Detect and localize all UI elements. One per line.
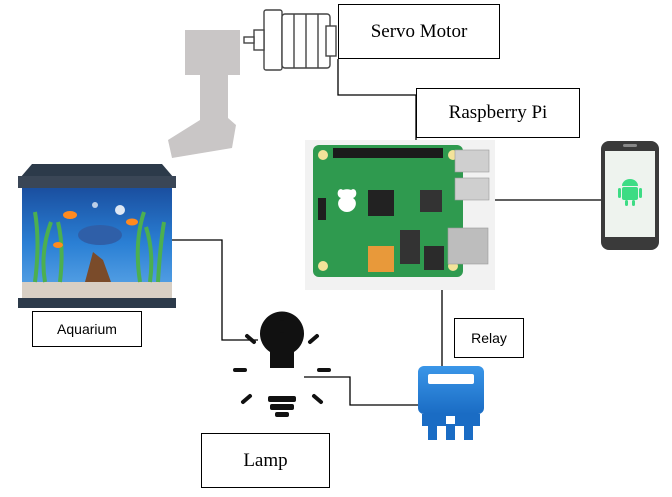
smartphone-android-icon [601, 141, 659, 250]
raspberry-pi-label: Raspberry Pi [416, 88, 580, 138]
relay-label: Relay [454, 318, 524, 358]
servo-motor-label-text: Servo Motor [370, 20, 468, 42]
relay-icon [418, 366, 484, 440]
line-aquarium-to-lamp [172, 239, 258, 341]
lamp-label-text: Lamp [243, 449, 288, 471]
servo-motor-icon [243, 9, 337, 71]
line-servo-to-pi [337, 59, 417, 145]
lamp-label: Lamp [201, 433, 330, 488]
servo-motor-label: Servo Motor [338, 4, 500, 59]
aquarium-icon [18, 164, 176, 308]
lamp-bulb-icon [233, 311, 331, 417]
aquarium-label: Aquarium [32, 311, 142, 347]
relay-label-text: Relay [471, 330, 507, 346]
line-lamp-to-relay [304, 376, 418, 406]
raspberry-pi-label-text: Raspberry Pi [448, 102, 548, 123]
aquarium-label-text: Aquarium [57, 321, 117, 337]
raspberry-pi-board-icon [305, 140, 495, 290]
servo-arm-icon [168, 30, 240, 158]
